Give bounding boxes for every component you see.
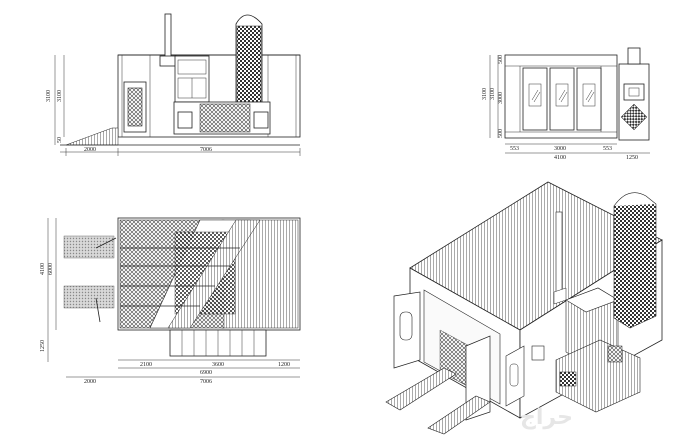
plan-dim-seg2: 3600: [212, 362, 224, 368]
iso-left-door: [393, 291, 421, 369]
front-dim-base: 50: [57, 137, 63, 143]
plan-dim-left: 2000: [84, 379, 96, 385]
plan-view: 4100 6000 1250 2100 3600 1200 6900 7006 …: [40, 217, 301, 385]
side-dim-ext: 1250: [626, 155, 638, 161]
side-elevation-view: 3100 3100 500 3000 500 553 3000 553 4100…: [482, 47, 650, 161]
side-dimensions: 3100 3100 500 3000 500 553 3000 553 4100…: [482, 55, 650, 161]
plan-dim-seg3: 1200: [278, 362, 290, 368]
front-elevation-view: 3100 3100 50 2000 7006: [46, 13, 301, 156]
plan-dim-front: 1250: [40, 340, 46, 352]
side-dim-left-seg: 553: [510, 146, 519, 152]
isometric-view: [385, 181, 663, 435]
plan-dim-depth-inner: 6000: [48, 263, 54, 275]
front-dim-width: 7006: [200, 147, 212, 153]
front-dimensions: 3100 3100 50 2000 7006: [46, 55, 301, 156]
front-dim-h2: 3100: [57, 90, 63, 102]
side-dim-mid: 3000: [498, 92, 504, 104]
side-dim-right-seg: 553: [603, 146, 612, 152]
side-dim-h2: 3100: [490, 88, 496, 100]
iso-exhaust-stack: [555, 211, 563, 293]
plan-dim-seg1: 2100: [140, 362, 152, 368]
iso-control-panel: [531, 345, 545, 361]
iso-intake-tower: [613, 195, 657, 329]
side-door-3: [576, 67, 602, 131]
side-dim-bot: 500: [498, 129, 504, 138]
front-dim-h1: 3100: [46, 90, 52, 102]
iso-ramp-1: [385, 367, 457, 411]
side-dim-total: 4100: [554, 155, 566, 161]
plan-dim-depth-total: 4100: [40, 263, 46, 275]
front-dim-left: 2000: [84, 147, 96, 153]
watermark-logo: حراج: [520, 405, 573, 430]
plan-dim-width: 6900: [200, 370, 212, 376]
side-door-1: [522, 67, 548, 131]
plan-dimensions: 4100 6000 1250 2100 3600 1200 6900 7006 …: [40, 218, 300, 385]
side-dim-h1: 3100: [482, 88, 488, 100]
side-dim-center: 3000: [554, 146, 566, 152]
side-door-2: [549, 67, 575, 131]
side-dim-top: 500: [498, 55, 504, 64]
plan-dim-width-total: 7006: [200, 379, 212, 385]
iso-ramp-2: [427, 395, 491, 435]
entry-ramp: [65, 127, 119, 146]
exhaust-stack: [164, 13, 172, 59]
